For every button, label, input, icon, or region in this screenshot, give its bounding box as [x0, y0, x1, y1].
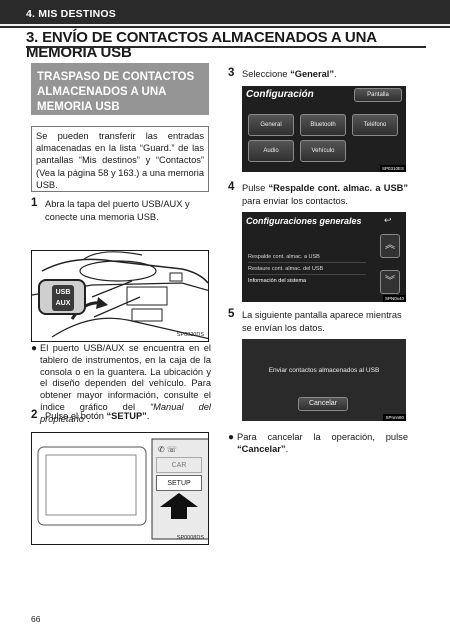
step-text-end: para enviar los contactos.	[242, 195, 348, 206]
note-end: .	[285, 443, 289, 454]
usb-port-illustration: USB AUX SP0020DS	[31, 250, 209, 342]
step-4: 4 Pulse “Respalde cont. almac. a USB” pa…	[228, 181, 409, 207]
scroll-down-icon[interactable]: ︾	[380, 270, 400, 294]
setup-button[interactable]: SETUP	[156, 475, 202, 491]
setup-ref: “SETUP”	[106, 411, 147, 421]
screen-code: SPN0x40	[382, 295, 406, 302]
title-divider	[26, 46, 426, 48]
up-arrow-icon	[160, 493, 198, 519]
step-text: La siguiente pantalla aparece mientras s…	[242, 310, 402, 333]
cancel-note: ● Para cancelar la operación, pulse “Can…	[228, 432, 408, 456]
screen-code: SP0310ES	[379, 165, 406, 172]
owner-manual-ref: “Manual del propietario”	[40, 401, 211, 424]
step-3: 3 Seleccione “General”.	[228, 67, 408, 81]
setup-button-illustration: ✆ ☏ CAR SETUP SP0008DS	[31, 432, 209, 545]
car-button[interactable]: CAR	[156, 457, 202, 473]
box-title-line: ALMACENADOS A UNA	[37, 86, 167, 98]
bullet-icon: ●	[31, 343, 38, 354]
screen-title: Configuración	[246, 89, 314, 100]
general-ref: “General”	[290, 69, 334, 79]
sending-contacts-screen: Enviar contactos almacenados al USB Canc…	[242, 339, 406, 421]
restore-from-usb-row[interactable]: Restaure cont. almac. del USB	[248, 266, 366, 275]
step-5: 5 La siguiente pantalla aparece mientras…	[228, 308, 408, 334]
step-text-end: .	[146, 411, 150, 421]
settings-screen: Configuración Pantalla General Bluetooth…	[242, 86, 406, 172]
step-number: 3	[228, 67, 235, 79]
general-settings-screen: Configuraciones generales ↩ Respalde con…	[242, 212, 406, 302]
header-rule	[0, 24, 450, 26]
cancel-ref: “Cancelar”	[237, 443, 286, 454]
aux-label: AUX	[55, 300, 71, 307]
vehicle-button[interactable]: Vehículo	[300, 140, 346, 162]
usb-label: USB	[55, 289, 71, 296]
step-text: Pulse	[242, 183, 269, 193]
step-text-end: .	[334, 69, 337, 79]
step-text: Abra la tapa del puerto USB/AUX y conect…	[45, 199, 190, 222]
box-title-line: TRASPASO DE CONTACTOS	[37, 71, 195, 83]
sending-message: Enviar contactos almacenados al USB	[268, 367, 380, 374]
backup-to-usb-row[interactable]: Respalde cont. almac. a USB	[248, 254, 366, 263]
screen-code: SPnnn80	[383, 414, 406, 421]
figure-code: SP0020DS	[176, 332, 204, 338]
page-title: 3. ENVÍO DE CONTACTOS ALMACENADOS A UNA …	[26, 29, 377, 61]
screen-button[interactable]: Pantalla	[354, 88, 402, 102]
box-title-line: MEMORIA USB	[37, 101, 120, 113]
general-button[interactable]: General	[248, 114, 294, 136]
note-end: .	[87, 413, 90, 424]
step-number: 1	[31, 197, 38, 209]
usb-aux-badge: USB AUX	[52, 285, 74, 311]
note-text: Para cancelar la operación, pulse	[237, 432, 408, 442]
phone-button[interactable]: Teléfono	[352, 114, 398, 136]
step-1: 1 Abra la tapa del puerto USB/AUX y cone…	[31, 197, 211, 223]
bullet-icon: ●	[228, 432, 235, 443]
subsection-title-box: TRASPASO DE CONTACTOS ALMACENADOS A UNA …	[31, 63, 209, 115]
backup-ref: “Respalde cont. almac. a USB”	[268, 183, 409, 193]
system-info-row[interactable]: Información del sistema	[248, 278, 307, 284]
bluetooth-button[interactable]: Bluetooth	[300, 114, 346, 136]
screen-title: Configuraciones generales	[246, 216, 362, 226]
intro-paragraph: Se pueden transferir las entradas almace…	[31, 126, 209, 192]
step-number: 4	[228, 181, 235, 193]
step-text: Pulse el botón	[45, 411, 107, 421]
section-label: 4. MIS DESTINOS	[26, 8, 116, 20]
step-text: Seleccione	[242, 69, 291, 79]
scroll-up-icon[interactable]: ︽	[380, 234, 400, 258]
note-text: El puerto USB/AUX se encuentra en el tab…	[40, 343, 211, 412]
step-number: 5	[228, 308, 235, 320]
usb-location-note: ● El puerto USB/AUX se encuentra en el t…	[31, 343, 211, 426]
step-2: 2 Pulse el botón “SETUP”.	[31, 409, 211, 423]
cancel-button[interactable]: Cancelar	[298, 397, 348, 411]
phone-icon: ✆ ☏	[158, 445, 177, 454]
page-number: 66	[31, 614, 41, 624]
audio-button[interactable]: Audio	[248, 140, 294, 162]
back-icon[interactable]: ↩	[384, 215, 392, 225]
step-number: 2	[31, 409, 38, 421]
dashboard-drawing	[32, 251, 208, 340]
section-header: 4. MIS DESTINOS	[0, 0, 450, 28]
usb-port-callout: USB AUX	[38, 279, 86, 315]
figure-code: SP0008DS	[176, 535, 204, 541]
